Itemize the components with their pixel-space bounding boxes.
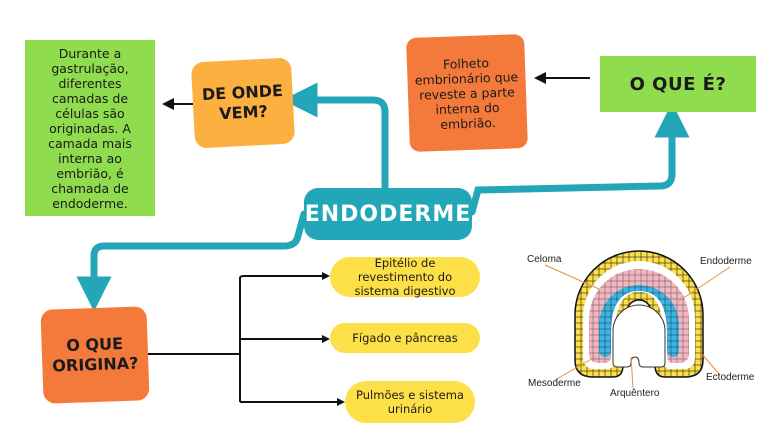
originates-item-digestive: Epitélio de revestimento do sistema dige… [330,256,480,298]
where-from-answer-card: Durante a gastrulação, diferentes camada… [25,40,155,216]
originates-item-text: Epitélio de revestimento do sistema dige… [354,256,456,298]
where-from-question-text: DE ONDE VEM? [201,80,284,124]
what-question-text: O QUE É? [629,73,727,95]
what-answer-text: Folheto embrionário que reveste a parte … [414,54,519,132]
what-answer-card: Folheto embrionário que reveste a parte … [406,33,528,153]
diagram-label-mesoderme: Mesoderme [528,378,581,389]
branch-lines [148,275,340,403]
center-node: ENDODERME [304,188,472,240]
diagram-label-ectoderme: Ectoderme [706,372,755,383]
originates-question-text: O QUE ORIGINA? [52,334,139,376]
archenteron-cavity [612,304,666,368]
where-from-question-card: DE ONDE VEM? [190,57,296,149]
originates-item-lungs: Pulmões e sistema urinário [345,381,475,423]
endoderm-layer [599,285,679,357]
diagram-label-arquentero: Arquêntero [610,388,660,399]
originates-question-card: O QUE ORIGINA? [40,306,150,404]
arrow-to-originates [76,210,308,312]
originates-item-text: Fígado e pâncreas [352,331,458,345]
arrow-to-what [468,102,690,216]
center-title: ENDODERME [304,201,472,227]
arrow-to-where-from [282,82,389,194]
gastrula-diagram [544,250,731,389]
originates-item-liver: Fígado e pâncreas [330,323,480,353]
what-question-card: O QUE É? [600,56,756,112]
diagram-label-endoderme: Endoderme [700,256,752,267]
mesoderm-layer [589,269,689,363]
originates-item-text: Pulmões e sistema urinário [356,388,464,416]
diagram-label-celoma: Celoma [527,254,562,265]
where-from-answer-text: Durante a gastrulação, diferentes camada… [48,45,132,211]
